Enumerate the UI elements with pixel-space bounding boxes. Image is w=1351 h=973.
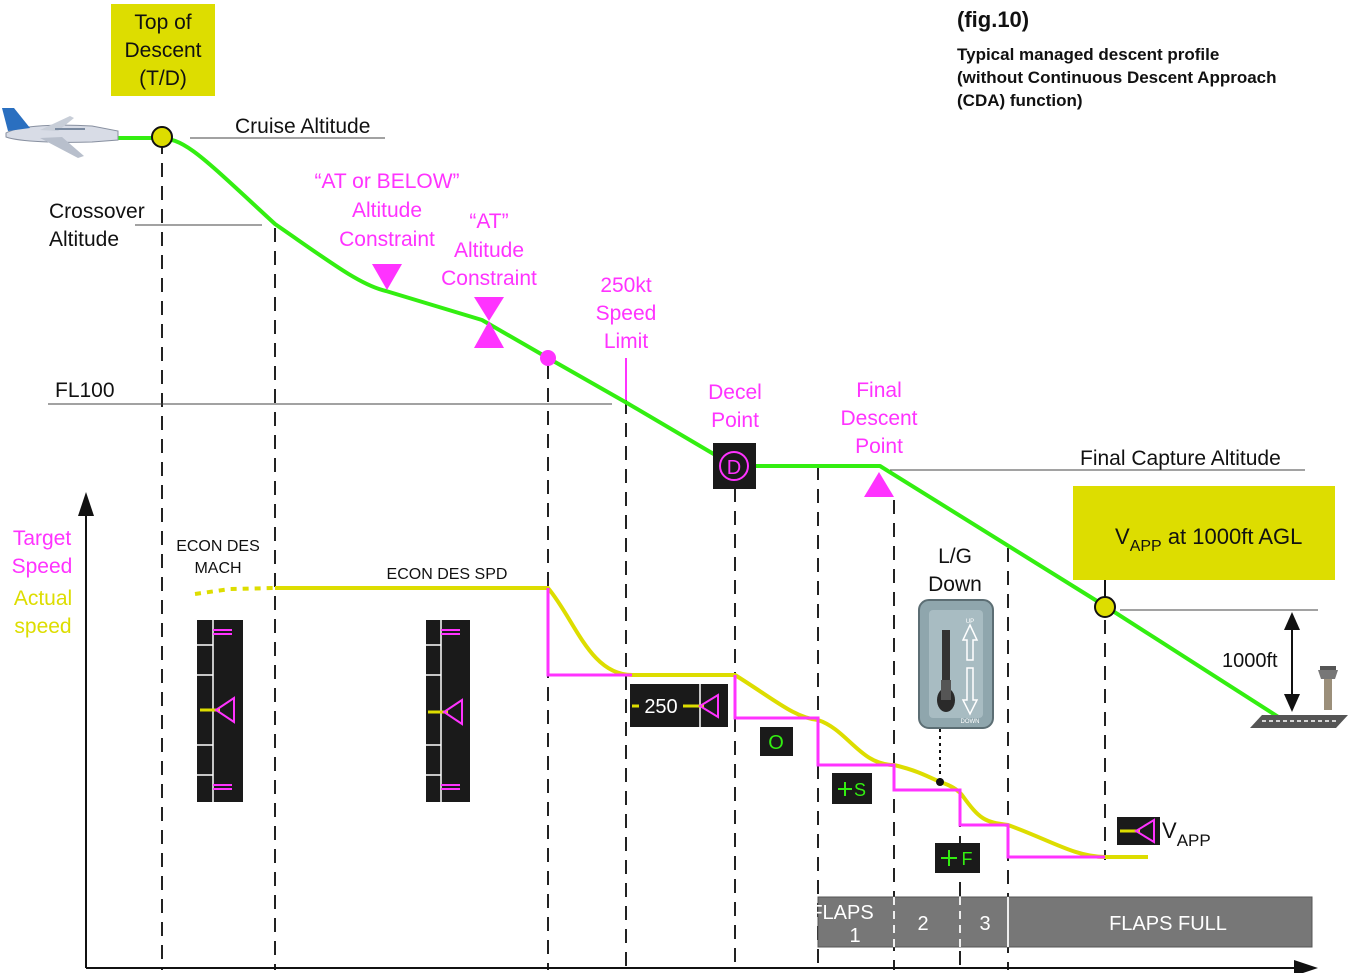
speed-250-box: 250: [630, 684, 728, 727]
lg-down-line-1: L/G: [938, 545, 972, 568]
tod-line-3: (T/D): [139, 67, 187, 90]
speed-250-value: 250: [644, 696, 677, 718]
s-speed-letter: S: [854, 780, 866, 800]
decel-line-1: Decel: [708, 381, 762, 404]
target-speed-line: [546, 588, 1105, 859]
speed-tape-mach-icon: [197, 620, 243, 802]
speed-limit-line-3: Limit: [604, 330, 649, 353]
at-constraint-hourglass-icon: [474, 297, 504, 348]
speed-tape-econ-icon: [426, 620, 470, 802]
final-capture-label: Final Capture Altitude: [1080, 447, 1281, 470]
at-line-1: “AT”: [469, 210, 508, 233]
actual-speed-line-1: Actual: [14, 587, 72, 610]
cruise-altitude-label: Cruise Altitude: [235, 115, 370, 138]
at-or-below-triangle-icon: [372, 264, 402, 290]
crossover-line-2: Altitude: [49, 228, 119, 251]
econ-mach-line-2: MACH: [194, 560, 241, 577]
flaps-bar: FLAPS 1 2 3 FLAPS FULL: [810, 896, 1313, 948]
axes: [78, 492, 1318, 973]
at-line-2: Altitude: [454, 239, 524, 262]
airplane-icon: [2, 108, 119, 158]
thousand-ft-label: 1000ft: [1222, 650, 1278, 672]
actual-speed-line-2: speed: [14, 615, 71, 638]
vapp-speed-label: VAPP: [1162, 818, 1211, 850]
runway-icon: [1250, 715, 1348, 728]
reference-lines: [48, 137, 1318, 611]
landing-gear-lever-icon: UP DOWN: [918, 599, 994, 729]
crossover-line-1: Crossover: [49, 200, 145, 223]
f-speed-icon: F: [935, 843, 980, 873]
at-or-below-line-2: Altitude: [352, 199, 422, 222]
flaps-1-label: FLAPS: [810, 902, 873, 924]
lg-down-text: DOWN: [961, 719, 980, 725]
lg-up-text: UP: [966, 619, 974, 625]
at-or-below-line-3: Constraint: [339, 228, 435, 251]
flaps-1-number: 1: [849, 925, 860, 947]
econ-mach-line-1: ECON DES: [176, 538, 260, 555]
vapp-speed-icon: [1117, 817, 1160, 845]
f-speed-letter: F: [962, 849, 973, 869]
fdp-line-1: Final: [856, 379, 902, 402]
top-of-descent-box: Top of Descent (T/D): [111, 4, 215, 96]
figure-label: (fig.10): [957, 7, 1029, 32]
actual-speed-dotted: [194, 586, 276, 596]
econ-spd-label: ECON DES SPD: [387, 566, 508, 583]
descent-profile-line: [115, 136, 1282, 720]
flaps-2-label: 2: [917, 913, 928, 935]
caption-line-2: (without Continuous Descent Approach: [957, 68, 1277, 87]
green-dot-letter: O: [768, 732, 784, 754]
caption-line-1: Typical managed descent profile: [957, 45, 1219, 64]
decel-line-2: Point: [711, 409, 759, 432]
caption-line-3: (CDA) function): [957, 91, 1083, 110]
fdp-line-2: Descent: [840, 407, 917, 430]
fdp-triangle-icon: [864, 472, 894, 497]
control-tower-icon: [1318, 666, 1338, 710]
tod-line-1: Top of: [134, 11, 191, 34]
tod-line-2: Descent: [124, 39, 201, 62]
decel-point-icon: D: [713, 443, 756, 489]
vapp-point-icon: [1094, 596, 1116, 618]
at-line-3: Constraint: [441, 267, 537, 290]
green-dot-speed-icon: O: [760, 727, 793, 756]
tod-point-icon: [151, 126, 173, 148]
lg-down-point: [936, 778, 944, 786]
flaps-3-label: 3: [979, 913, 990, 935]
speed-limit-line-2: Speed: [596, 302, 657, 325]
speed-limit-line-1: 250kt: [600, 274, 652, 297]
decel-symbol-letter: D: [727, 457, 741, 479]
fdp-line-3: Point: [855, 435, 903, 458]
at-or-below-line-1: “AT or BELOW”: [314, 170, 459, 193]
target-speed-line-2: Speed: [12, 555, 73, 578]
flaps-full-label: FLAPS FULL: [1109, 913, 1227, 935]
fl100-label: FL100: [55, 379, 115, 402]
vapp-1000ft-box: VAPP at 1000ft AGL: [1073, 486, 1335, 580]
lg-down-line-2: Down: [928, 573, 982, 596]
s-speed-icon: S: [832, 773, 872, 804]
speed-limit-dot-icon: [540, 350, 556, 366]
thousand-ft-arrow: [1284, 612, 1300, 712]
vapp-box-text: VAPP at 1000ft AGL: [1115, 524, 1302, 555]
target-speed-line-1: Target: [13, 527, 72, 550]
